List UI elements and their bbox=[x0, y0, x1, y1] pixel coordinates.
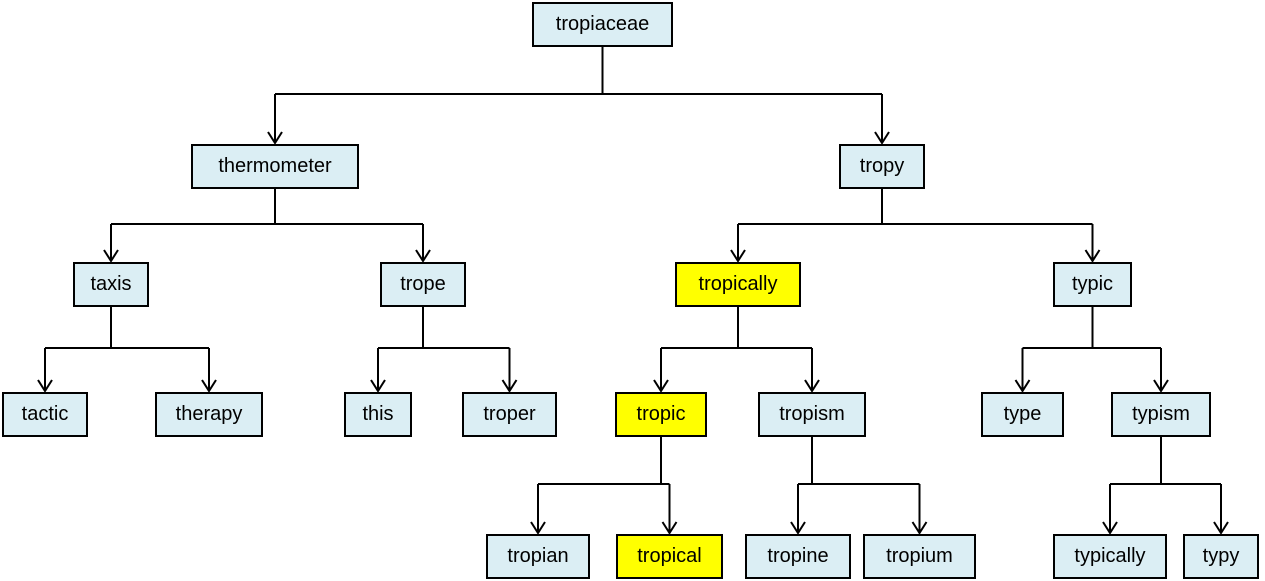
node-typic: typic bbox=[1053, 262, 1132, 307]
node-tropism: tropism bbox=[758, 392, 866, 437]
node-type: type bbox=[981, 392, 1064, 437]
arrowhead-tropy bbox=[874, 131, 890, 145]
node-tropiaceae: tropiaceae bbox=[532, 2, 673, 47]
arrowhead-tropium bbox=[911, 521, 928, 535]
node-tropic: tropic bbox=[615, 392, 707, 437]
node-tropian: tropian bbox=[486, 534, 590, 579]
arrowhead-trope bbox=[415, 249, 431, 263]
arrowhead-tropic bbox=[653, 379, 669, 393]
node-tropine: tropine bbox=[745, 534, 851, 579]
arrowhead-this bbox=[370, 379, 386, 393]
arrowhead-typism bbox=[1153, 379, 1169, 393]
arrowhead-typy bbox=[1213, 521, 1229, 535]
arrowhead-tropically bbox=[730, 249, 746, 263]
arrowhead-tropine bbox=[790, 521, 806, 535]
node-typy: typy bbox=[1183, 534, 1259, 579]
arrowhead-therapy bbox=[201, 379, 217, 393]
node-therapy: therapy bbox=[155, 392, 263, 437]
node-taxis: taxis bbox=[73, 262, 149, 307]
node-troper: troper bbox=[462, 392, 557, 437]
arrowhead-typic bbox=[1084, 249, 1101, 263]
arrowhead-typically bbox=[1102, 521, 1118, 535]
node-typically: typically bbox=[1053, 534, 1167, 579]
node-typism: typism bbox=[1111, 392, 1211, 437]
arrowhead-troper bbox=[501, 379, 518, 393]
node-thermometer: thermometer bbox=[191, 144, 359, 189]
node-tropically: tropically bbox=[675, 262, 801, 307]
arrowhead-tropism bbox=[804, 379, 820, 393]
node-this: this bbox=[344, 392, 412, 437]
arrowhead-type bbox=[1014, 379, 1031, 393]
arrowhead-thermometer bbox=[267, 131, 283, 145]
node-tropical: tropical bbox=[616, 534, 723, 579]
arrowhead-tropian bbox=[530, 521, 546, 535]
node-tropium: tropium bbox=[863, 534, 976, 579]
node-trope: trope bbox=[380, 262, 466, 307]
node-tactic: tactic bbox=[2, 392, 88, 437]
arrowhead-tactic bbox=[37, 379, 53, 393]
arrowhead-tropical bbox=[661, 521, 678, 535]
node-tropy: tropy bbox=[839, 144, 925, 189]
arrowhead-taxis bbox=[103, 249, 119, 263]
